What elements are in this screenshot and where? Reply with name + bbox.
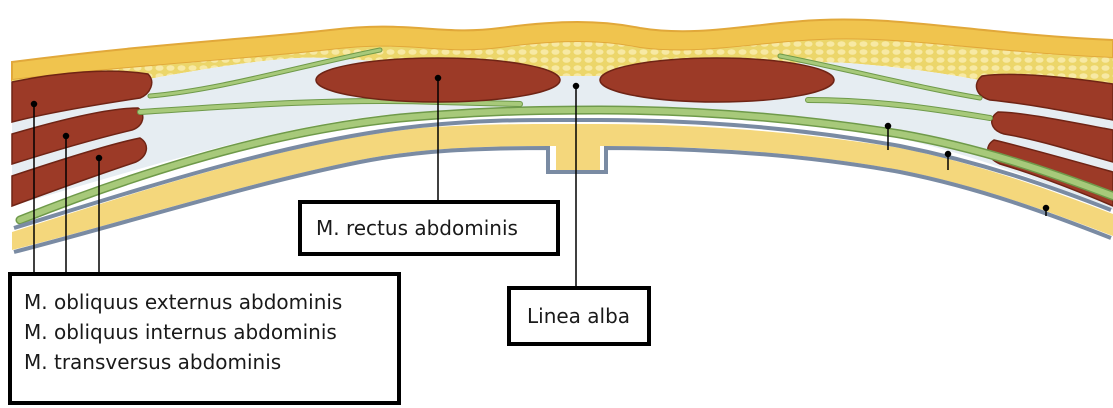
linea-alba-label-box: Linea alba bbox=[507, 286, 651, 346]
right-rectus-muscle bbox=[600, 58, 834, 102]
label-transversus: M. transversus abdominis bbox=[24, 347, 397, 377]
label-linea-alba: Linea alba bbox=[527, 304, 630, 328]
label-obliquus-externus: M. obliquus externus abdominis bbox=[24, 287, 397, 317]
label-obliquus-internus: M. obliquus internus abdominis bbox=[24, 317, 397, 347]
rectus-label-box: M. rectus abdominis bbox=[298, 200, 560, 256]
label-rectus: M. rectus abdominis bbox=[316, 216, 518, 240]
lateral-muscles-label-box: M. obliquus externus abdominis M. obliqu… bbox=[8, 272, 401, 405]
